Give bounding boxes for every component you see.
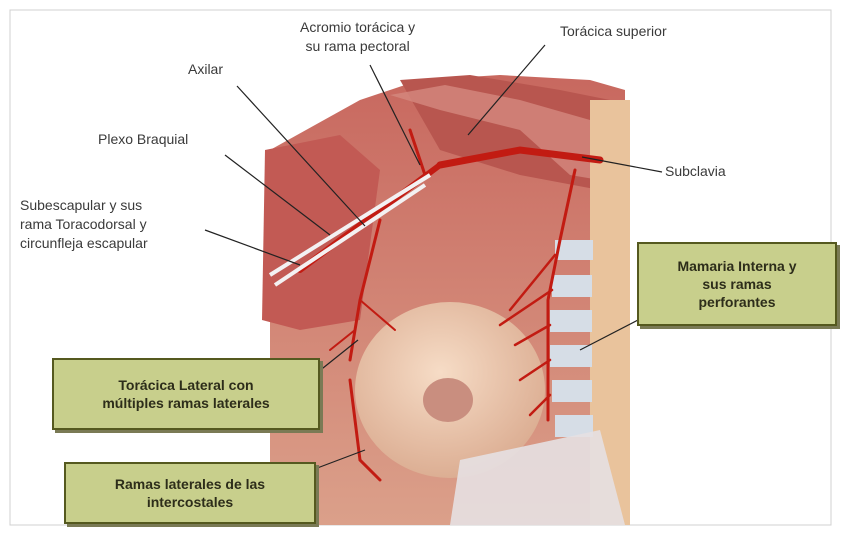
box-mamaria-interna: Mamaria Interna y sus ramas perforantes (637, 242, 837, 326)
label-subclavia: Subclavia (665, 162, 726, 181)
box-ramas-laterales-text: Ramas laterales de las intercostales (115, 475, 265, 511)
areola (423, 378, 473, 422)
label-acromio-toracica: Acromio torácica y su rama pectoral (300, 18, 415, 56)
box-mamaria-interna-text: Mamaria Interna y sus ramas perforantes (677, 257, 796, 311)
label-plexo-braquial: Plexo Braquial (98, 130, 188, 149)
label-subescapular: Subescapular y sus rama Toracodorsal y c… (20, 196, 148, 253)
box-toracica-lateral: Torácica Lateral con múltiples ramas lat… (52, 358, 320, 430)
box-ramas-laterales: Ramas laterales de las intercostales (64, 462, 316, 524)
label-axilar: Axilar (188, 60, 223, 79)
label-toracica-superior: Torácica superior (560, 22, 667, 41)
box-toracica-lateral-text: Torácica Lateral con múltiples ramas lat… (102, 376, 269, 412)
